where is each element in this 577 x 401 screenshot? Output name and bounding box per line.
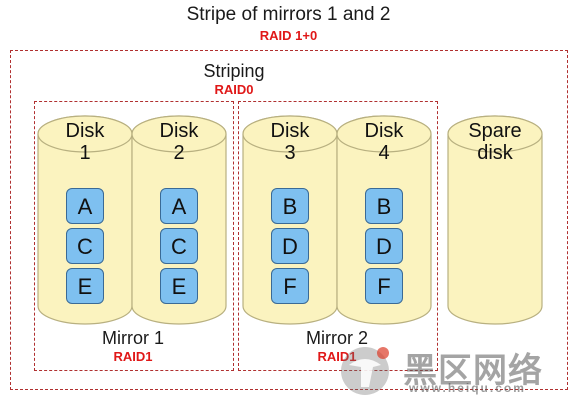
data-block-a: A — [160, 188, 198, 224]
disk-label-line2: 4 — [378, 142, 390, 164]
mirror1-container — [34, 101, 234, 371]
data-block-e: E — [66, 268, 104, 304]
data-block-f: F — [365, 268, 403, 304]
data-block-c: C — [160, 228, 198, 264]
disk-label-line1: Disk — [364, 120, 404, 142]
mirror1-raid-label: RAID1 — [113, 349, 153, 364]
data-block-f: F — [271, 268, 309, 304]
data-block-a: A — [66, 188, 104, 224]
disk-label-line1: Disk — [270, 120, 310, 142]
data-block-c: C — [66, 228, 104, 264]
disk-label-line1: Disk — [159, 120, 199, 142]
disk-label-line1: Disk — [65, 120, 105, 142]
data-block-b: B — [365, 188, 403, 224]
disk-label-line2: 1 — [79, 142, 91, 164]
raid10-label: RAID 1+0 — [259, 28, 318, 43]
disk-label-line2: disk — [477, 142, 513, 164]
mirror1-label: Mirror 1 — [102, 328, 164, 348]
data-block-d: D — [271, 228, 309, 264]
disk-label-line2: 2 — [173, 142, 185, 164]
watermark-logo-icon — [341, 347, 389, 395]
watermark: 黑区网络 www.heiqu.com — [339, 341, 571, 397]
mirror2-label: Mirror 2 — [306, 328, 368, 348]
mirror2-container — [238, 101, 438, 371]
watermark-url: www.heiqu.com — [409, 381, 526, 395]
watermark-text: 黑区网络 — [403, 351, 543, 391]
disk-label-line1: Spare — [468, 120, 522, 142]
disk-cylinder-icon — [447, 115, 543, 325]
data-block-e: E — [160, 268, 198, 304]
striping-raid-label: RAID0 — [214, 82, 254, 97]
disk-label-line2: 3 — [284, 142, 296, 164]
mirror2-raid-label: RAID1 — [317, 349, 357, 364]
data-block-d: D — [365, 228, 403, 264]
data-block-b: B — [271, 188, 309, 224]
raid10-container — [10, 50, 568, 390]
striping-label: Striping — [203, 61, 265, 81]
diagram-title: Stripe of mirrors 1 and 2 — [186, 4, 391, 25]
